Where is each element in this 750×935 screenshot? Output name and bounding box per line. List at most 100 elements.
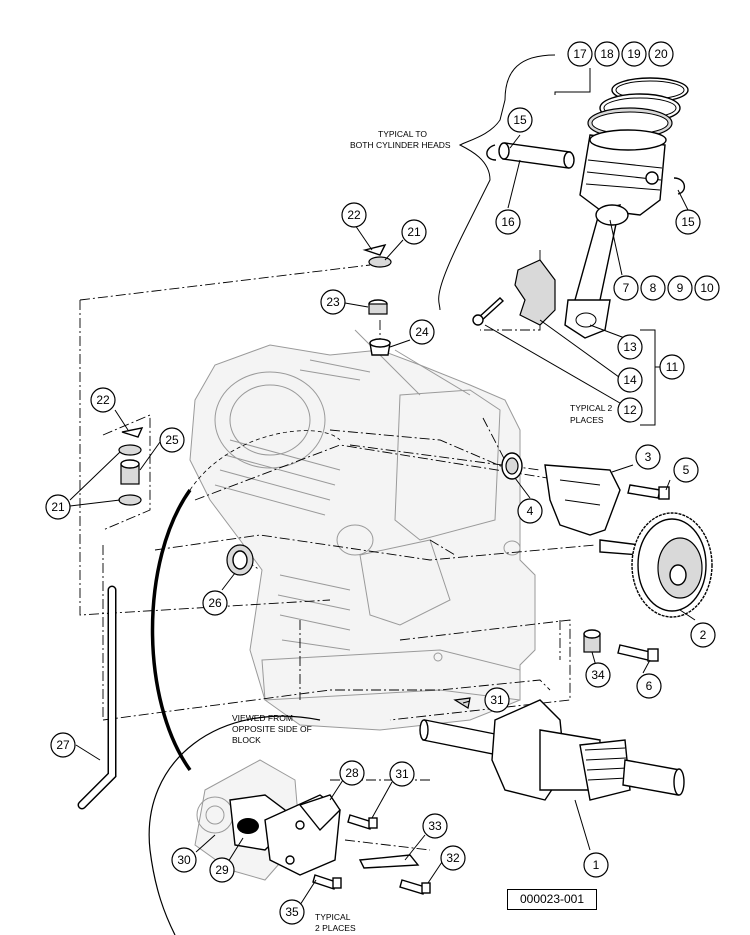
note-viewed-from: VIEWED FROM OPPOSITE SIDE OF BLOCK bbox=[232, 713, 312, 745]
callout-21-top: 21 bbox=[401, 219, 427, 245]
callout-15-a: 15 bbox=[507, 107, 533, 133]
svg-text:35: 35 bbox=[285, 905, 299, 919]
callout-15-b: 15 bbox=[675, 209, 701, 235]
svg-text:20: 20 bbox=[654, 47, 668, 61]
svg-text:BOTH CYLINDER HEADS: BOTH CYLINDER HEADS bbox=[350, 140, 451, 150]
callout-20: 20 bbox=[648, 41, 674, 67]
crankshaft bbox=[419, 699, 685, 801]
svg-text:6: 6 bbox=[646, 679, 653, 693]
svg-text:PLACES: PLACES bbox=[570, 415, 604, 425]
svg-text:17: 17 bbox=[573, 47, 587, 61]
svg-text:4: 4 bbox=[527, 504, 534, 518]
svg-text:14: 14 bbox=[623, 373, 637, 387]
callout-28: 28 bbox=[339, 760, 365, 786]
callout-32: 31 bbox=[484, 687, 510, 713]
callout-31-upper: 31 bbox=[389, 761, 415, 787]
callout-12: 12 bbox=[617, 397, 643, 423]
svg-text:12: 12 bbox=[623, 403, 637, 417]
svg-text:TYPICAL 2: TYPICAL 2 bbox=[570, 403, 612, 413]
svg-text:18: 18 bbox=[600, 47, 614, 61]
assembly-lines bbox=[79, 250, 596, 851]
callout-3: 3 bbox=[635, 444, 661, 470]
svg-text:15: 15 bbox=[513, 113, 527, 127]
svg-text:31: 31 bbox=[395, 767, 409, 781]
oil-seal bbox=[501, 452, 523, 480]
svg-text:11: 11 bbox=[666, 360, 679, 374]
note-typical-two: TYPICAL 2 PLACES bbox=[570, 403, 612, 425]
oil-tube bbox=[77, 585, 117, 810]
callout-17: 17 bbox=[567, 41, 593, 67]
callout-8: 8 bbox=[640, 275, 666, 301]
svg-text:10: 10 bbox=[700, 281, 714, 295]
washer-top bbox=[368, 256, 392, 268]
callout-26: 26 bbox=[202, 590, 228, 616]
callout-22-left: 22 bbox=[90, 387, 116, 413]
clip-top bbox=[362, 243, 387, 256]
callout-21-left: 21 bbox=[45, 494, 71, 520]
svg-text:24: 24 bbox=[415, 325, 429, 339]
callout-27: 27 bbox=[50, 732, 76, 758]
svg-text:28: 28 bbox=[345, 766, 359, 780]
svg-text:VIEWED FROM: VIEWED FROM bbox=[232, 713, 293, 723]
svg-text:9: 9 bbox=[677, 281, 684, 295]
bolt-31-lower bbox=[399, 879, 431, 895]
svg-text:21: 21 bbox=[407, 225, 421, 239]
piston-pin bbox=[498, 142, 575, 169]
callout-14: 14 bbox=[617, 367, 643, 393]
callout-30: 30 bbox=[171, 847, 197, 873]
callouts: 17 18 19 20 15 16 15 7 8 9 10 13 11 14 1… bbox=[45, 41, 720, 925]
svg-text:33: 33 bbox=[428, 819, 442, 833]
spacer bbox=[368, 299, 388, 315]
svg-text:2: 2 bbox=[700, 628, 707, 642]
rod-cap bbox=[514, 259, 556, 326]
svg-text:8: 8 bbox=[650, 281, 657, 295]
leader-lines bbox=[69, 68, 696, 906]
svg-text:21: 21 bbox=[51, 500, 65, 514]
svg-text:3: 3 bbox=[645, 450, 652, 464]
bushing bbox=[583, 629, 601, 653]
callout-5: 5 bbox=[673, 457, 699, 483]
rod-bolt bbox=[472, 297, 505, 326]
callout-24: 24 bbox=[409, 319, 435, 345]
callout-33: 33 bbox=[422, 813, 448, 839]
svg-text:22: 22 bbox=[96, 393, 110, 407]
callout-13: 13 bbox=[617, 334, 643, 360]
svg-text:7: 7 bbox=[623, 281, 630, 295]
svg-text:2 PLACES: 2 PLACES bbox=[315, 923, 356, 933]
piston bbox=[579, 129, 667, 216]
bolt-5 bbox=[627, 484, 670, 500]
bolt-6 bbox=[617, 644, 659, 662]
callout-4: 4 bbox=[517, 498, 543, 524]
callout-19: 19 bbox=[621, 41, 647, 67]
callout-23: 23 bbox=[320, 289, 346, 315]
washer-26 bbox=[226, 544, 254, 576]
document-number: 000023-001 bbox=[507, 889, 597, 910]
callout-29: 29 bbox=[209, 857, 235, 883]
link bbox=[358, 854, 420, 869]
svg-text:16: 16 bbox=[501, 215, 515, 229]
connecting-rod bbox=[564, 204, 629, 339]
svg-text:30: 30 bbox=[177, 853, 191, 867]
callout-11: 11 bbox=[659, 354, 685, 380]
callout-7: 7 bbox=[613, 275, 639, 301]
svg-text:5: 5 bbox=[683, 463, 690, 477]
svg-text:19: 19 bbox=[627, 47, 641, 61]
svg-text:15: 15 bbox=[681, 215, 695, 229]
callout-2: 2 bbox=[690, 622, 716, 648]
svg-text:32: 32 bbox=[446, 851, 460, 865]
bolt-35 bbox=[312, 874, 342, 890]
callout-18: 18 bbox=[594, 41, 620, 67]
svg-text:23: 23 bbox=[326, 295, 340, 309]
svg-text:1: 1 bbox=[593, 858, 600, 872]
gear bbox=[599, 512, 713, 618]
svg-text:26: 26 bbox=[208, 596, 222, 610]
callout-25: 25 bbox=[159, 427, 185, 453]
engine-block-outline bbox=[189, 329, 536, 731]
svg-text:TYPICAL: TYPICAL bbox=[315, 912, 351, 922]
piston-rings bbox=[587, 77, 689, 139]
svg-text:22: 22 bbox=[347, 208, 361, 222]
callout-1: 1 bbox=[583, 852, 609, 878]
callout-35: 35 bbox=[279, 899, 305, 925]
callout-10: 10 bbox=[694, 275, 720, 301]
